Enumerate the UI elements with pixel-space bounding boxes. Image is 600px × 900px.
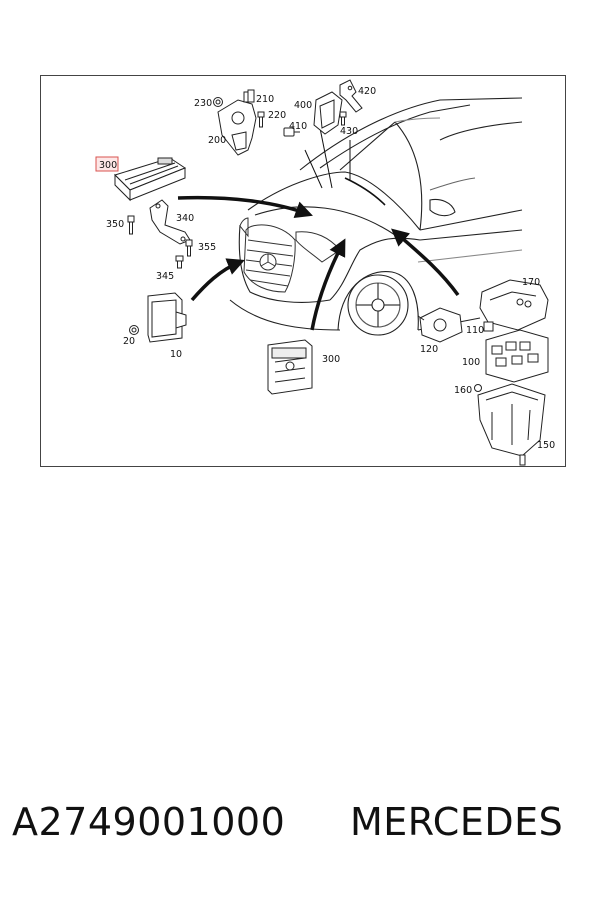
component-170-cover — [479, 279, 549, 331]
callout-220: 220 — [268, 110, 286, 121]
callout-400: 400 — [294, 100, 312, 111]
component-400-module — [313, 91, 343, 135]
leader-lines — [304, 127, 386, 206]
component-300-bottom — [267, 339, 313, 395]
callout-410: 410 — [289, 121, 307, 132]
arrow-300b-to-car — [310, 238, 346, 331]
callout-300b: 300 — [322, 354, 340, 365]
callout-10: 10 — [170, 349, 182, 360]
callout-350: 350 — [106, 219, 124, 230]
callout-150: 150 — [537, 440, 555, 451]
callout-420: 420 — [358, 86, 376, 97]
car-illustration — [229, 97, 523, 331]
component-230-nut — [213, 97, 223, 107]
callout-160: 160 — [454, 385, 472, 396]
arrow-fusebox-to-car — [391, 228, 460, 297]
component-355-bolt — [185, 239, 193, 257]
component-220-screw — [257, 111, 265, 128]
front-wheel — [347, 274, 409, 336]
brand-name: MERCEDES — [350, 800, 564, 844]
component-120-module — [417, 307, 463, 343]
component-10-module — [147, 292, 187, 343]
component-340-bracket — [149, 199, 191, 245]
callout-110: 110 — [466, 325, 484, 336]
callout-345: 345 — [156, 271, 174, 282]
callout-210: 210 — [256, 94, 274, 105]
callout-355: 355 — [198, 242, 216, 253]
component-200-motor — [217, 91, 257, 156]
callout-100: 100 — [462, 357, 480, 368]
component-150-housing — [477, 383, 546, 466]
callout-230: 230 — [194, 98, 212, 109]
component-345-nut — [175, 255, 184, 269]
component-420-bracket — [339, 79, 363, 113]
callout-430: 430 — [340, 126, 358, 137]
pointer-arrows — [177, 195, 460, 331]
component-100-fusebox — [485, 329, 549, 383]
callout-300a: 300 — [99, 160, 117, 171]
callout-20: 20 — [123, 336, 135, 347]
part-number: A2749001000 — [12, 800, 286, 844]
component-300-top — [114, 157, 187, 202]
component-20-nut — [129, 325, 139, 335]
arrow-10-to-car — [190, 258, 245, 302]
callout-340: 340 — [176, 213, 194, 224]
component-210-clip — [247, 89, 255, 103]
callout-labels: 300 350 340 355 345 10 20 230 210 220 20… — [99, 86, 555, 451]
component-410-connector — [283, 127, 300, 137]
component-430-screw — [339, 111, 347, 126]
front-grille — [239, 217, 341, 293]
highlight-box-300 — [95, 156, 119, 172]
component-350-bolt — [127, 215, 135, 235]
callout-170: 170 — [522, 277, 540, 288]
arrow-300-to-car — [177, 195, 313, 219]
component-110-relay — [483, 321, 494, 332]
caption-bar: A2749001000 MERCEDES — [0, 800, 600, 870]
callout-120: 120 — [420, 344, 438, 355]
component-160-nut — [474, 384, 482, 392]
callout-200: 200 — [208, 135, 226, 146]
